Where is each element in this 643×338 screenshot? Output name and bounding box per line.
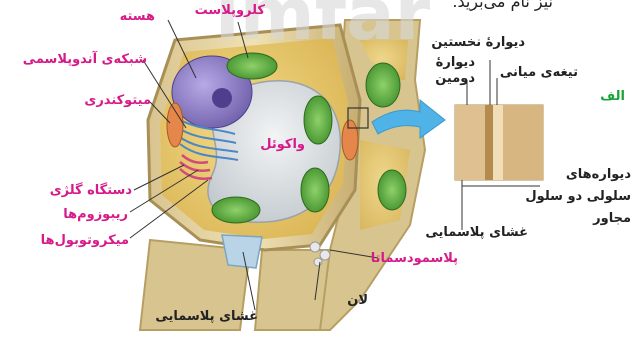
label-walls-two-cells-2: سلولی دو سلول [525,190,631,203]
label-chloroplast: کلروپلاست [195,4,265,17]
label-secondary-wall-1: دیوارهٔ [436,56,475,69]
label-mitochondria: میتوکندری [84,94,151,107]
label-vacuole: واکوئل [260,138,305,151]
label-walls-two-cells-1: دیواره‌های [566,168,631,181]
label-er: شبکه‌ی آندوپلاسمی [23,53,147,66]
label-secondary-wall-2: دومین [435,72,475,85]
label-ribosomes: ریبوزوم‌ها [63,208,128,221]
label-middle-lamella: تیغه‌ی میانی [500,66,578,79]
label-nucleus: هسته [120,10,155,23]
label-microtubules: میکروتوبول‌ها [41,234,129,247]
header-fragment: نیز نام می‌برید. [452,0,553,10]
label-wall-plasma-membrane: غشای پلاسمایی [425,226,528,239]
label-primary-wall: دیوارهٔ نخستین [431,36,525,49]
plasma-membrane-shape [222,235,262,268]
label-lan: لان [347,294,368,307]
label-plasmodesmata: پلاسمودسماتا [371,252,458,265]
label-golgi: دستگاه گلژی [50,184,132,197]
label-plasma-membrane: غشای پلاسمایی [155,310,258,323]
label-walls-two-cells-3: مجاور [593,212,631,225]
panel-letter: الف [600,90,625,103]
